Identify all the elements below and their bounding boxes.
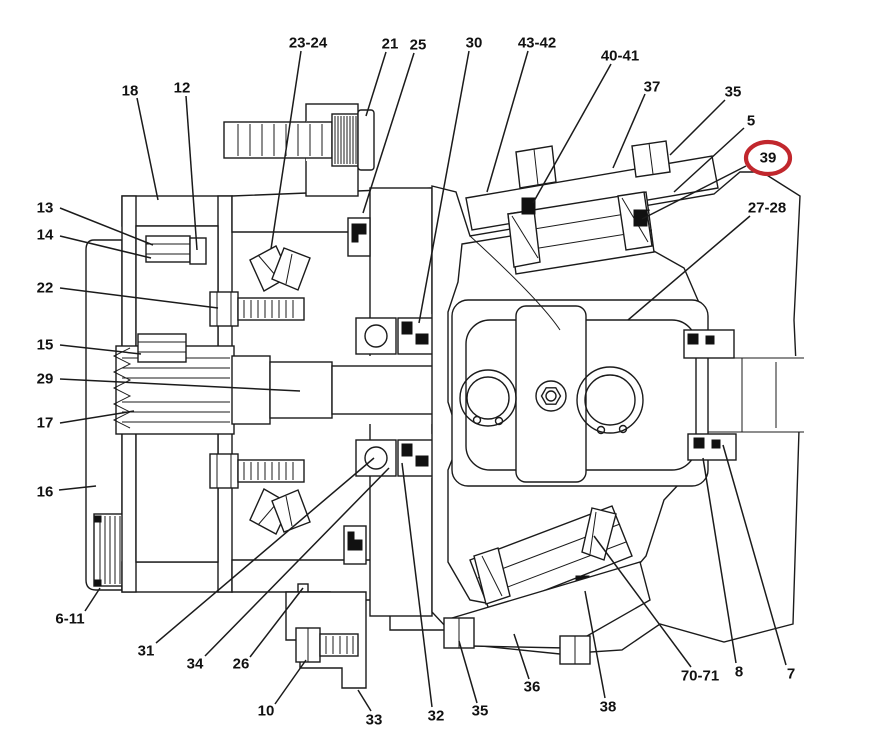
bearing-seal-upper-right (633, 209, 648, 227)
cover-bolt (223, 121, 333, 159)
carrier-nut-lower (209, 453, 239, 489)
leader-line-32 (401, 462, 433, 708)
leader-line-33 (357, 689, 372, 712)
callout-label-34: 34 (187, 656, 204, 673)
callout-label-12: 12 (174, 80, 191, 97)
planet-bearing (145, 235, 191, 263)
callout-label-5: 5 (747, 113, 755, 130)
leader-line-36 (513, 633, 530, 680)
shaft-journal (331, 365, 445, 415)
leader-line-16 (58, 485, 97, 491)
leader-line-22 (59, 287, 219, 309)
callout-label-6-11: 6-11 (55, 611, 84, 628)
callout-label-10: 10 (258, 703, 275, 720)
leader-line-38 (584, 590, 606, 699)
leader-line-37 (612, 93, 646, 169)
leader-line-14 (59, 235, 152, 259)
leader-line-43-42 (486, 50, 529, 193)
callout-label-15: 15 (37, 337, 54, 354)
spacer (137, 333, 187, 363)
ball-bearing-upper (355, 317, 397, 355)
port-bore-right (576, 366, 644, 434)
callout-label-7: 7 (787, 666, 795, 683)
leader-line-31 (155, 457, 375, 644)
bolt-washer (357, 109, 375, 171)
callout-label-33: 33 (366, 712, 383, 729)
leader-line-26 (249, 587, 304, 658)
callout-label-30: 30 (466, 35, 483, 52)
callout-label-26: 26 (233, 656, 250, 673)
leader-line-23-24 (270, 50, 302, 250)
callout-label-31: 31 (138, 643, 155, 660)
leader-line-21 (365, 51, 387, 117)
leader-line-5 (673, 127, 745, 193)
callout-label-36: 36 (524, 679, 541, 696)
leader-line-18 (136, 97, 159, 201)
leader-line-7 (722, 444, 787, 666)
callout-label-70-71: 70-71 (681, 668, 719, 685)
callout-label-40-41: 40-41 (601, 48, 639, 65)
leader-line-25 (362, 52, 415, 214)
leader-line-6-11 (84, 587, 101, 612)
motor-housing-section (431, 140, 806, 665)
leader-line-13 (59, 207, 154, 246)
leader-line-17 (59, 410, 135, 424)
housing-bottom-ring (121, 561, 233, 593)
callout-label-18: 18 (122, 83, 139, 100)
callout-label-21: 21 (382, 36, 399, 53)
callout-label-25: 25 (410, 37, 427, 54)
callout-label-32: 32 (428, 708, 445, 725)
leader-line-35 (458, 640, 478, 704)
leader-line-12 (185, 95, 198, 251)
callout-label-38: 38 (600, 699, 617, 716)
callout-label-8: 8 (735, 664, 743, 681)
leader-line-30 (418, 50, 470, 324)
callout-label-29: 29 (37, 371, 54, 388)
leader-line-8 (702, 457, 737, 664)
leader-line-29 (59, 378, 301, 392)
leader-line-40-41 (532, 63, 612, 204)
callout-label-17: 17 (37, 415, 54, 432)
callout-label-43-42: 43-42 (518, 35, 556, 52)
highlight-circle-39 (743, 139, 793, 177)
callout-label-13: 13 (37, 200, 54, 217)
callout-label-37: 37 (644, 79, 661, 96)
leader-line-34 (204, 467, 390, 657)
carrier-nut-upper (209, 291, 239, 327)
leader-line-70-71 (593, 535, 692, 668)
leader-line-35 (669, 99, 726, 156)
leader-line-39 (641, 165, 747, 220)
callouts: 18 12 23-24 21 25 30 43-42 40-41 37 35 5 39 27-28 13 1… (37, 35, 796, 729)
left-cover (85, 239, 123, 591)
callout-label-22: 22 (37, 280, 54, 297)
leader-line-15 (59, 344, 142, 355)
leader-line-10 (274, 659, 307, 705)
planet-pin (189, 237, 207, 265)
callout-label-23-24: 23-24 (289, 35, 328, 52)
bearing-seal-upper-left (521, 197, 536, 215)
center-plug (535, 380, 567, 412)
left-gearbox-section (85, 103, 461, 689)
ball-bearing-lower (355, 439, 397, 477)
callout-label-16: 16 (37, 484, 54, 501)
callout-label-27-28: 27-28 (748, 200, 786, 217)
callout-label-14: 14 (37, 227, 54, 244)
callout-label-35: 35 (725, 84, 742, 101)
housing-top-ring (121, 195, 233, 227)
callout-label-35: 35 (472, 703, 489, 720)
leader-line-27-28 (627, 215, 751, 321)
callout-label-39: 39 (760, 150, 777, 167)
